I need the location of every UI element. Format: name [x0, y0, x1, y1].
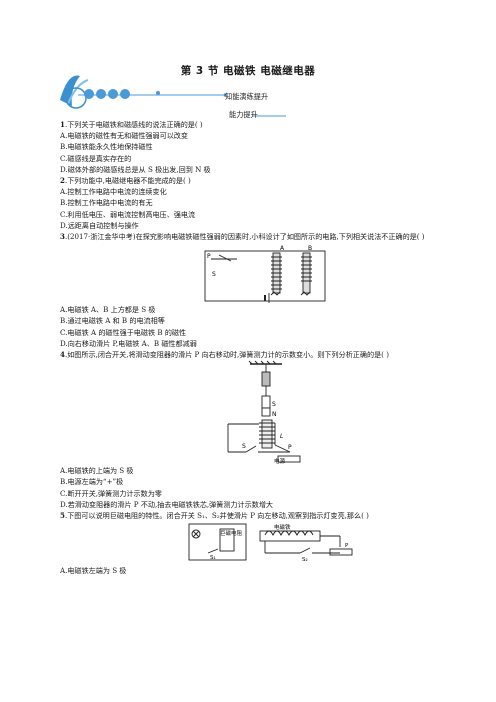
question-number: 4 [60, 350, 65, 360]
subsection-heading: 能力提升 [229, 110, 258, 119]
question-number: 2 [60, 176, 65, 186]
label-l: L [280, 433, 283, 440]
option-d: D.磁体外部的磁感线总是从 S 极出发,回到 N 极 [60, 164, 211, 174]
label-a: A [280, 245, 285, 252]
option-c: C.利用低电压、弱电流控制高电压、强电流 [60, 209, 196, 219]
electromagnet-circuit-figure: A B P S [204, 245, 326, 304]
question-number: 1 [60, 120, 65, 129]
label-p: P [288, 444, 292, 451]
question-stem: .下列关于电磁铁和磁感线的说法正确的是( ) [64, 120, 203, 129]
label-gmr: 巨磁电阻 [220, 529, 243, 537]
option-d: D.若滑动变阻器的滑片 P 不动,抽去电磁铁铁芯,弹簧测力计示数增大 [60, 499, 274, 509]
page-title: 第 3 节 电磁铁 电磁继电器 [180, 65, 316, 77]
option-a: A.电磁铁左端为 S 极 [60, 566, 127, 576]
section-banner-graphic [60, 75, 286, 117]
option-c: C.电磁铁 A 的磁性强于电磁铁 B 的磁性 [60, 327, 187, 337]
question-stem: .(2017·浙江金华中考)在探究影响电磁铁磁性强弱的因素时,小科设计了如图所示… [64, 232, 425, 242]
question-5: 5.下图可以说明巨磁电阻的特性。闭合开关 S₁、S₂并使滑片 P 向左移动,观察… [60, 510, 445, 521]
option-b: B.控制工作电路中电流的有无 [60, 198, 153, 208]
question-number: 3 [60, 232, 65, 242]
label-p: P [207, 253, 211, 260]
option-d: D.向右移动滑片 P,电磁铁 A、B 磁性都减弱 [60, 338, 197, 348]
label-n-pole: N [272, 411, 277, 418]
option-a: A.电磁铁的磁性有无和磁性强弱可以改变 [60, 131, 188, 141]
label-s1: S₁ [210, 555, 216, 561]
question-2: 2.下列功能中,电磁继电器不能完成的是( ) [60, 175, 445, 186]
question-4: 4.如图所示,闭合开关,将滑动变阻器的滑片 P 向右移动时,弹簧测力计的示数变小… [60, 349, 445, 360]
question-number: 5 [60, 511, 65, 521]
question-1: 1.下列关于电磁铁和磁感线的说法正确的是( ) [60, 119, 445, 130]
label-s-pole: S [272, 401, 276, 408]
label-b: B [308, 245, 312, 252]
option-c: C.断开开关,弹簧测力计示数为零 [60, 488, 162, 498]
option-d: D.远距离自动控制与操作 [60, 220, 139, 230]
question-stem: .下列功能中,电磁继电器不能完成的是( ) [64, 176, 191, 186]
gmr-circuit-figure: 巨磁电阻 电磁铁 S₁ S₂ P [188, 523, 353, 563]
label-electromagnet: 电磁铁 [274, 523, 291, 531]
option-b: B.通过电磁铁 A 和 B 的电流相等 [60, 316, 165, 326]
label-s: S [212, 271, 216, 278]
label-s2: S₂ [302, 557, 308, 563]
spring-scale-circuit-figure: S N L S P 电源 [227, 360, 301, 465]
option-b: B.电源左端为“+”极 [60, 477, 124, 487]
question-list: 1.下列关于电磁铁和磁感线的说法正确的是( ) A.电磁铁的磁性有无和磁性强弱可… [60, 119, 445, 576]
option-b: B.电磁铁能永久性地保持磁性 [60, 142, 153, 152]
label-p: P [345, 543, 349, 549]
question-stem: .下图可以说明巨磁电阻的特性。闭合开关 S₁、S₂并使滑片 P 向左移动,观察到… [64, 511, 369, 521]
label-power: 电源 [274, 457, 286, 465]
question-stem: .如图所示,闭合开关,将滑动变阻器的滑片 P 向右移动时,弹簧测力计的示数变小。… [64, 350, 389, 360]
option-a: A.控制工作电路中电流的连续变化 [60, 187, 167, 197]
label-switch: S [242, 443, 246, 450]
option-a: A.电磁铁 A、B 上方都是 S 极 [60, 305, 156, 315]
option-c: C.磁感线是真实存在的 [60, 153, 132, 163]
option-a: A.电磁铁的上端为 S 极 [60, 466, 134, 476]
section-heading: 知能演练提升 [225, 92, 269, 101]
question-3: 3.(2017·浙江金华中考)在探究影响电磁铁磁性强弱的因素时,小科设计了如图所… [60, 231, 445, 242]
